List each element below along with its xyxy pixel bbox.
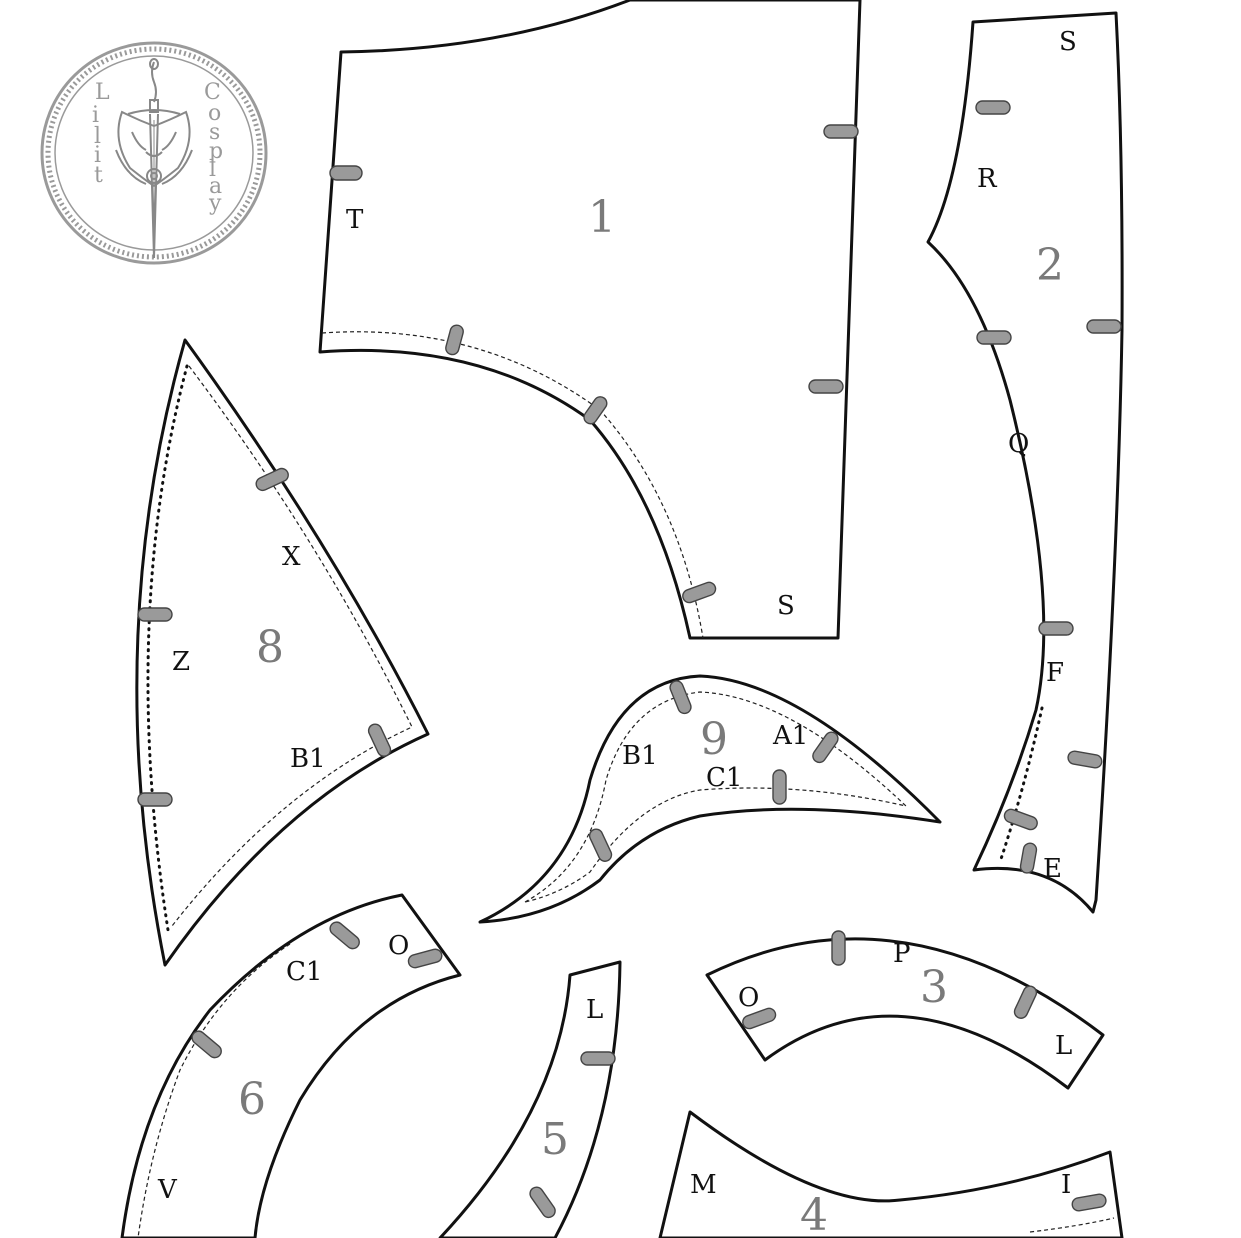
piece-number: 1 <box>588 192 616 243</box>
notch-mark <box>1038 621 1074 636</box>
piece-number: 8 <box>256 622 284 673</box>
notch-mark <box>588 828 613 862</box>
seal-letter: o <box>208 101 221 126</box>
seal-letter: p <box>209 139 223 164</box>
match-mark: L <box>586 995 603 1025</box>
pattern-piece-3: 3 P O L <box>705 930 1105 1090</box>
piece-2-foldline <box>998 706 1044 864</box>
match-mark: V <box>157 1175 178 1205</box>
seal-right-text: C o s p l a y <box>204 80 223 216</box>
piece-5-outline <box>438 960 622 1238</box>
piece-8-seam <box>171 365 413 927</box>
match-mark: A1 <box>772 721 808 751</box>
seal-letter: t <box>94 163 103 188</box>
notch-mark <box>742 1007 777 1030</box>
match-mark: L <box>1055 1031 1072 1061</box>
notch-mark <box>329 921 360 950</box>
match-mark: S <box>1059 27 1077 57</box>
piece-9-seam <box>524 691 908 903</box>
pattern-piece-8: 8 X Z B1 <box>135 338 430 967</box>
notch-mark <box>831 930 846 966</box>
seal-letter: y <box>208 191 222 216</box>
notch-mark <box>976 330 1012 345</box>
pattern-piece-9: 9 B1 A1 C1 <box>478 674 942 924</box>
piece-number: 6 <box>238 1074 266 1125</box>
piece-1-outline <box>318 0 862 640</box>
piece-number: 4 <box>800 1190 828 1238</box>
notch-mark <box>191 1030 222 1059</box>
notch-mark <box>583 396 608 425</box>
notch-mark <box>137 792 173 807</box>
match-mark: S <box>777 591 795 621</box>
notch-mark <box>445 324 464 356</box>
notch-mark <box>682 581 717 604</box>
piece-number: 3 <box>920 962 948 1013</box>
match-mark: M <box>690 1170 717 1200</box>
shield-emblem-icon <box>115 110 193 188</box>
notch-mark <box>580 1051 616 1066</box>
seal-letter: a <box>209 174 222 199</box>
notch-mark <box>812 731 839 764</box>
match-mark: C1 <box>286 957 322 987</box>
piece-4-outline <box>658 1110 1124 1238</box>
pattern-piece-2: 2 S R Q F E <box>926 11 1124 914</box>
sword-icon <box>127 58 181 259</box>
match-mark: O <box>738 983 759 1013</box>
notch-mark <box>255 467 289 492</box>
seal-letter: l <box>209 157 216 182</box>
piece-4-seam <box>1029 1217 1115 1233</box>
match-mark: I <box>1061 1170 1071 1200</box>
notch-mark <box>137 607 173 622</box>
piece-2-outline <box>926 11 1124 914</box>
match-mark: Z <box>172 647 190 677</box>
seal-letter: s <box>209 120 220 145</box>
match-mark: P <box>893 939 911 969</box>
match-mark: O <box>388 931 409 961</box>
notch-mark <box>1019 842 1038 874</box>
match-mark: B1 <box>622 741 658 771</box>
notch-mark <box>1003 808 1038 831</box>
seal-left-text: L i l i t <box>92 80 110 188</box>
pattern-piece-5: 5 L <box>438 960 622 1238</box>
notch-mark <box>1067 750 1103 769</box>
notch-mark <box>1013 985 1038 1019</box>
match-mark: C1 <box>706 763 742 793</box>
piece-3-outline <box>705 937 1105 1090</box>
seal-outer-ring <box>40 41 268 265</box>
pattern-piece-1: 1 T S <box>318 0 862 640</box>
seal-letter: i <box>92 103 99 128</box>
brand-seal: L i l i t C o s p l a y <box>40 41 268 265</box>
piece-8-foldline <box>146 364 189 932</box>
notch-mark <box>529 1186 556 1219</box>
notch-mark <box>329 165 363 181</box>
seal-letter: l <box>94 124 101 149</box>
notch-mark <box>1086 319 1122 334</box>
notch-mark <box>823 124 859 139</box>
seal-letter: i <box>94 143 101 168</box>
notch-mark <box>407 948 443 969</box>
match-mark: R <box>977 164 998 194</box>
match-mark: E <box>1043 854 1062 884</box>
seal-letter: C <box>204 80 221 105</box>
piece-number: 5 <box>541 1114 569 1165</box>
match-mark: X <box>282 542 301 572</box>
piece-number: 9 <box>700 714 728 765</box>
notch-mark <box>975 100 1011 115</box>
match-mark: T <box>346 205 364 235</box>
match-mark: B1 <box>290 744 326 774</box>
seal-letter: L <box>95 80 110 105</box>
notch-mark <box>772 769 787 805</box>
piece-8-outline <box>135 338 430 967</box>
piece-6-seam <box>137 943 291 1238</box>
notch-mark <box>367 723 392 757</box>
notch-mark <box>808 379 844 394</box>
seal-mid-ring <box>45 46 263 260</box>
pattern-piece-4: 4 M I <box>658 1110 1124 1238</box>
notch-mark <box>669 680 692 715</box>
notch-mark <box>1071 1193 1107 1212</box>
match-mark: F <box>1046 658 1064 688</box>
match-mark: Q <box>1008 429 1029 459</box>
piece-number: 2 <box>1036 240 1064 291</box>
